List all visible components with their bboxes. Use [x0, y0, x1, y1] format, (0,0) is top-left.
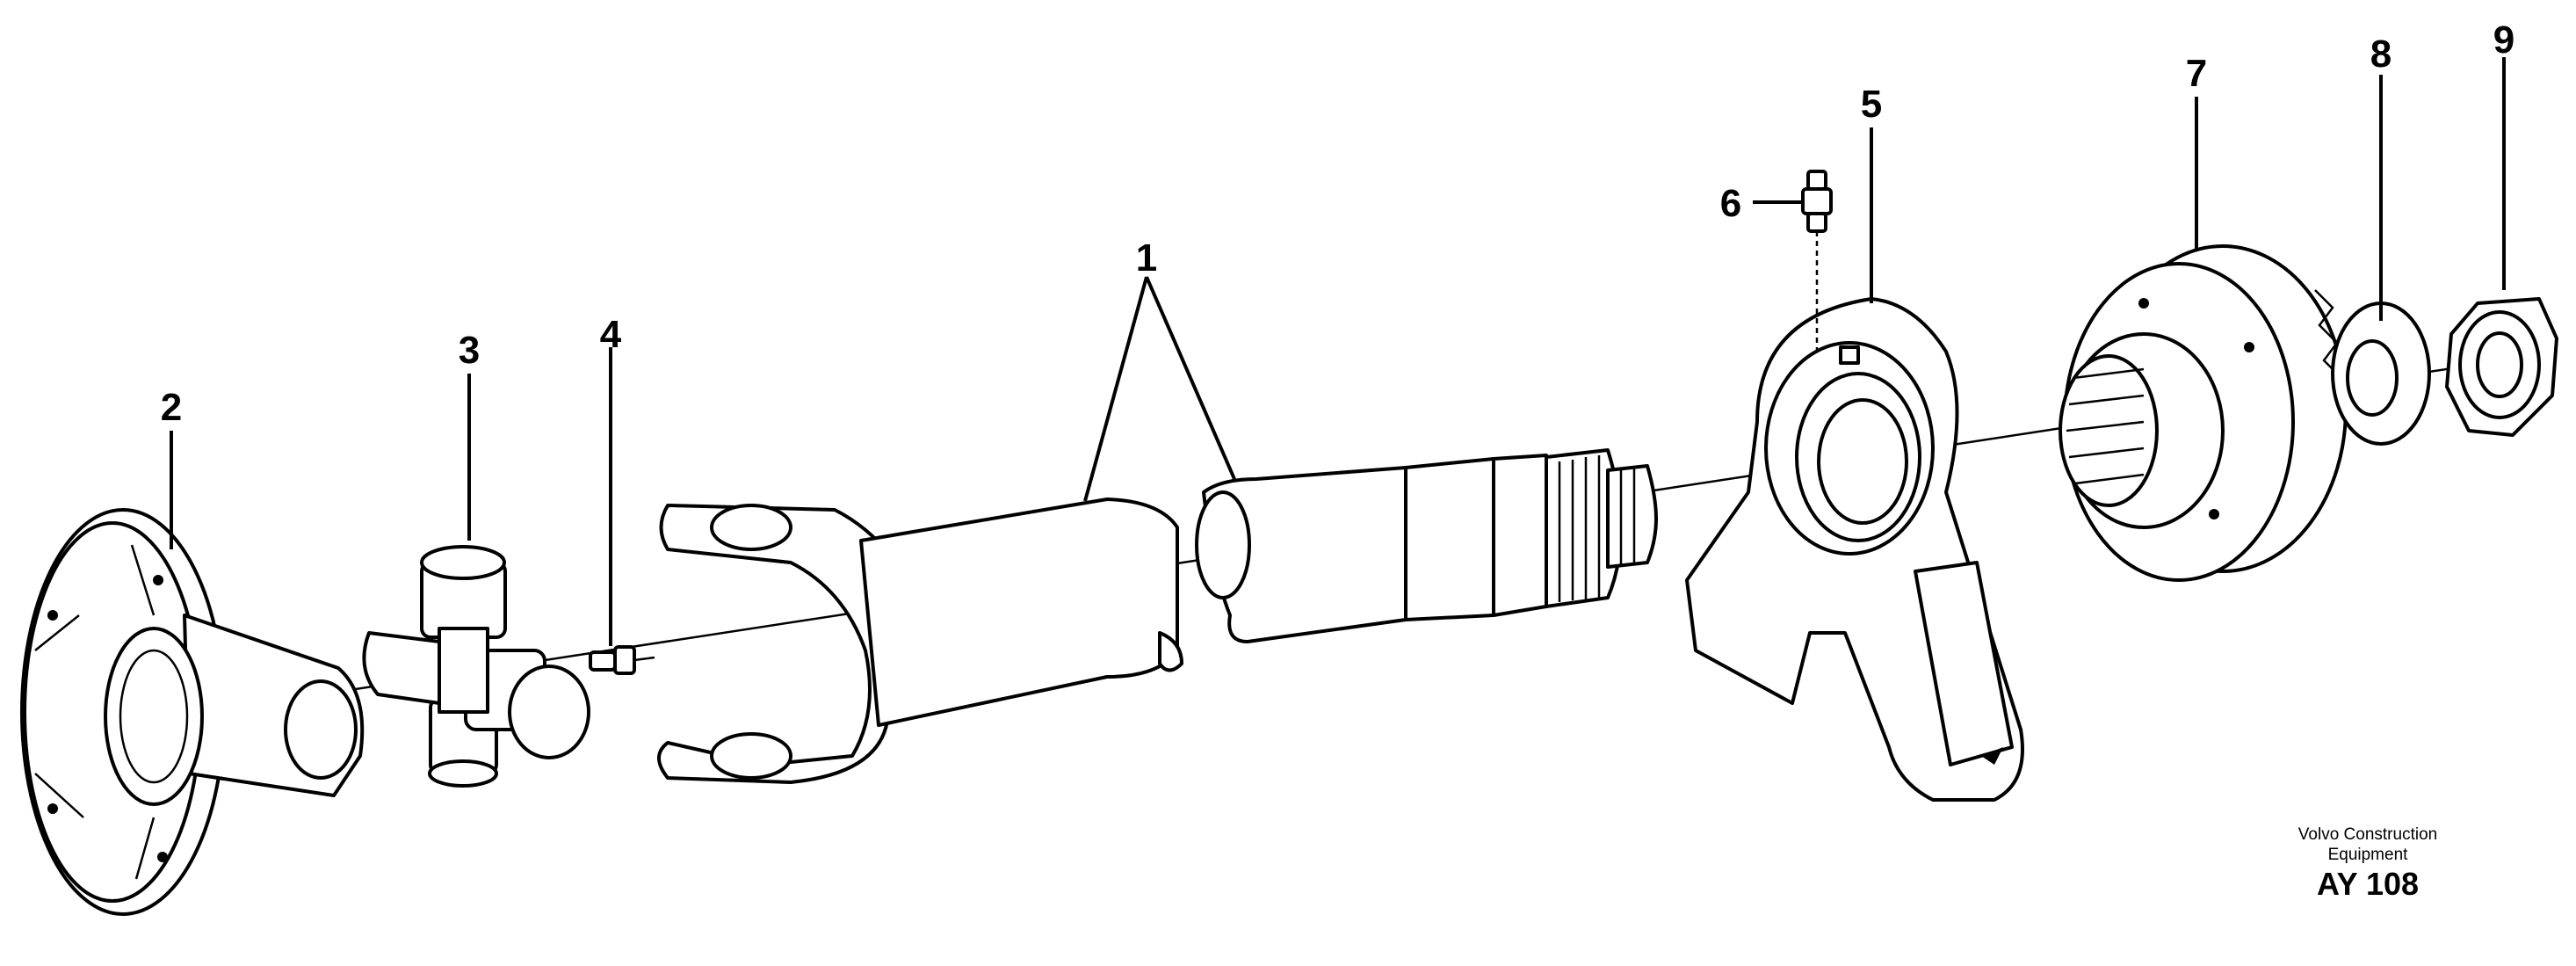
callout-2: 2 — [161, 386, 182, 429]
part-4-grease-nipple — [589, 645, 655, 675]
part-3-universal-joint-cross — [362, 545, 590, 788]
credit-company-line2: Equipment — [2328, 846, 2409, 864]
part-2-companion-flange — [20, 508, 365, 916]
part-1-drive-shaft — [657, 276, 1658, 784]
part-6-grease-nipple — [1801, 170, 1833, 352]
credit-company-line1: Volvo Construction — [2298, 825, 2437, 844]
part-9-nut — [2445, 297, 2558, 437]
callout-7: 7 — [2186, 52, 2207, 95]
callout-9: 9 — [2493, 18, 2514, 62]
callout-8: 8 — [2370, 33, 2391, 76]
callout-3: 3 — [459, 329, 480, 372]
figure-code: AY 108 — [2317, 866, 2419, 902]
callout-5: 5 — [1861, 83, 1882, 126]
part-8-washer — [2331, 301, 2431, 446]
callout-1: 1 — [1136, 236, 1157, 280]
part-7-output-flange — [2059, 244, 2348, 582]
callout-4: 4 — [600, 313, 622, 356]
callout-leaders — [170, 57, 2506, 646]
part-5-support-bearing — [1685, 297, 2024, 802]
callout-6: 6 — [1720, 182, 1741, 225]
